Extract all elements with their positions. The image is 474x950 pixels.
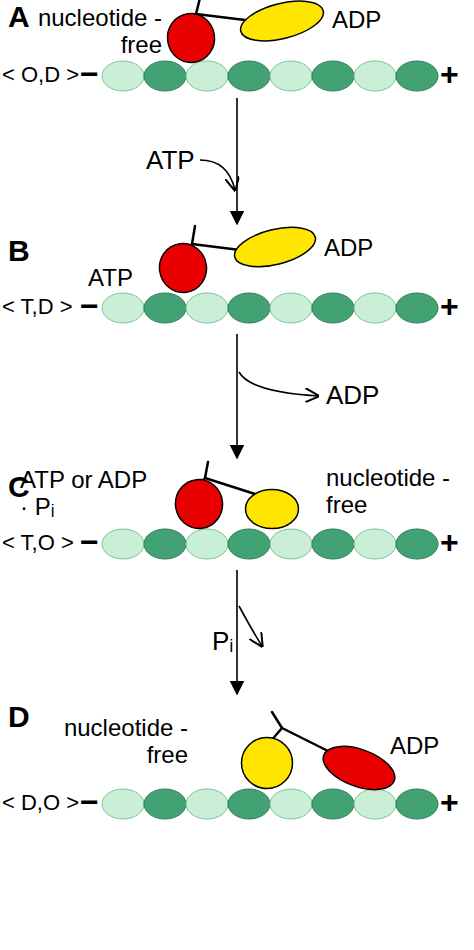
motor-head: ADP (320, 748, 398, 788)
state-notation: < O,D > (2, 62, 79, 88)
motor-head: ADP (232, 228, 318, 266)
nucleotide-state: nucleotide -free (326, 464, 452, 518)
step-arrow (236, 334, 238, 458)
head-shape (232, 228, 318, 266)
nucleotide-label: ATP (146, 145, 195, 175)
nucleotide-state: ATP or ADP · Pᵢ (20, 466, 152, 520)
head-shape (240, 736, 294, 790)
panel-letter: A (8, 0, 30, 34)
release-arrow (239, 606, 262, 646)
state-notation: < T,D > (2, 294, 73, 320)
microtubule (102, 61, 438, 91)
motor-head: nucleotide -free (244, 488, 300, 530)
microtubule (102, 529, 438, 559)
panel-letter: D (8, 700, 30, 734)
polarity-sign: + (440, 56, 459, 92)
nucleotide-state: ATP (88, 264, 154, 291)
motor-head: nucleotide -free (240, 736, 294, 790)
binding-arrow (200, 160, 235, 190)
nucleotide-state: ADP (324, 234, 394, 261)
step-arrow (236, 98, 238, 224)
nucleotide-label: Pᵢ (212, 626, 233, 656)
head-shape (174, 478, 224, 530)
polarity-sign: + (440, 784, 459, 820)
microtubule (102, 293, 438, 323)
polarity-sign: − (80, 288, 99, 324)
motor-head: ADP (238, 2, 326, 40)
nucleotide-label: ADP (326, 380, 379, 410)
nucleotide-state: nucleotide -free (62, 714, 188, 768)
motor-head: ATP or ADP · Pᵢ (174, 478, 224, 530)
nucleotide-state: ADP (390, 732, 460, 759)
step-arrow (236, 570, 238, 694)
polarity-sign: − (80, 524, 99, 560)
motor-head: nucleotide -free (166, 12, 216, 64)
microtubule (102, 789, 438, 819)
polarity-sign: + (440, 524, 459, 560)
head-shape (238, 2, 326, 40)
release-arrow (239, 372, 318, 396)
polarity-sign: − (80, 56, 99, 92)
panel-letter: B (8, 234, 30, 268)
polarity-sign: + (440, 288, 459, 324)
head-shape (320, 748, 398, 788)
nucleotide-state: nucleotide -free (36, 4, 162, 58)
head-shape (166, 12, 216, 64)
polarity-sign: − (80, 784, 99, 820)
panel-letter: C (8, 470, 30, 504)
head-shape (158, 242, 208, 294)
nucleotide-state: ADP (332, 6, 402, 33)
state-notation: < T,O > (2, 530, 74, 556)
state-notation: < D,O > (2, 790, 79, 816)
motor-head: ATP (158, 242, 208, 294)
head-shape (244, 488, 300, 530)
